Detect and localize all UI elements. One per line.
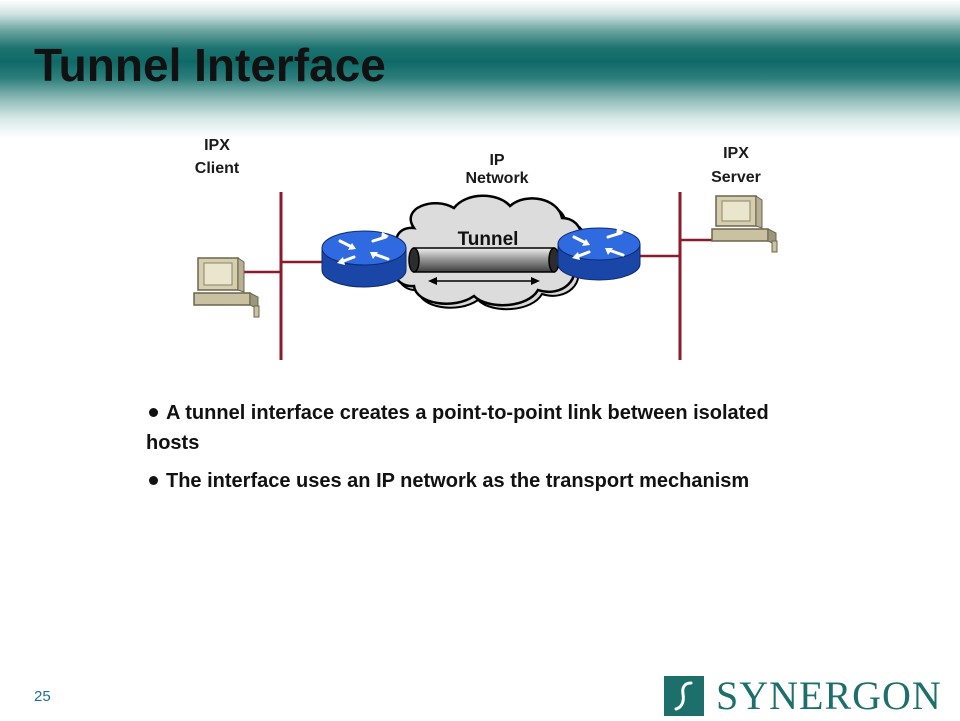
ip-network-label-line2: Network	[465, 170, 529, 187]
logo-text: SYNERGON	[716, 673, 942, 718]
ip-network-label: IP Network	[452, 152, 542, 188]
tunnel-tube	[408, 247, 560, 273]
tunnel-label: Tunnel	[458, 229, 519, 250]
slide-title: Tunnel Interface	[34, 39, 386, 91]
ipx-server-label-line1: IPX	[723, 145, 749, 162]
tunnel-double-arrow	[428, 277, 540, 285]
bullet-dot-icon	[149, 476, 158, 486]
ipx-server-label: IPX Server	[696, 142, 776, 190]
ipx-client-computer-icon	[193, 257, 260, 318]
ipx-client-label-line1: IPX	[204, 137, 230, 154]
bullet-item: A tunnel interface creates a point-to-po…	[146, 398, 826, 458]
bullet-list: A tunnel interface creates a point-to-po…	[146, 398, 826, 504]
bullet-item: The interface uses an IP network as the …	[146, 466, 826, 496]
ipx-client-label: IPX Client	[178, 134, 256, 180]
bullet-dot-icon	[149, 408, 158, 418]
left-router-icon	[321, 230, 407, 288]
right-router-icon	[557, 227, 641, 281]
ipx-server-label-line2: Server	[711, 169, 761, 186]
header-band	[0, 0, 960, 140]
bullet-text: A tunnel interface creates a point-to-po…	[146, 402, 769, 454]
logo-mark-icon	[664, 676, 704, 716]
ipx-server-computer-icon	[711, 195, 778, 253]
ip-network-label-line1: IP	[489, 152, 505, 169]
bullet-text: The interface uses an IP network as the …	[166, 470, 750, 492]
ipx-client-label-line2: Client	[194, 160, 240, 177]
page-number: 25	[34, 688, 51, 705]
